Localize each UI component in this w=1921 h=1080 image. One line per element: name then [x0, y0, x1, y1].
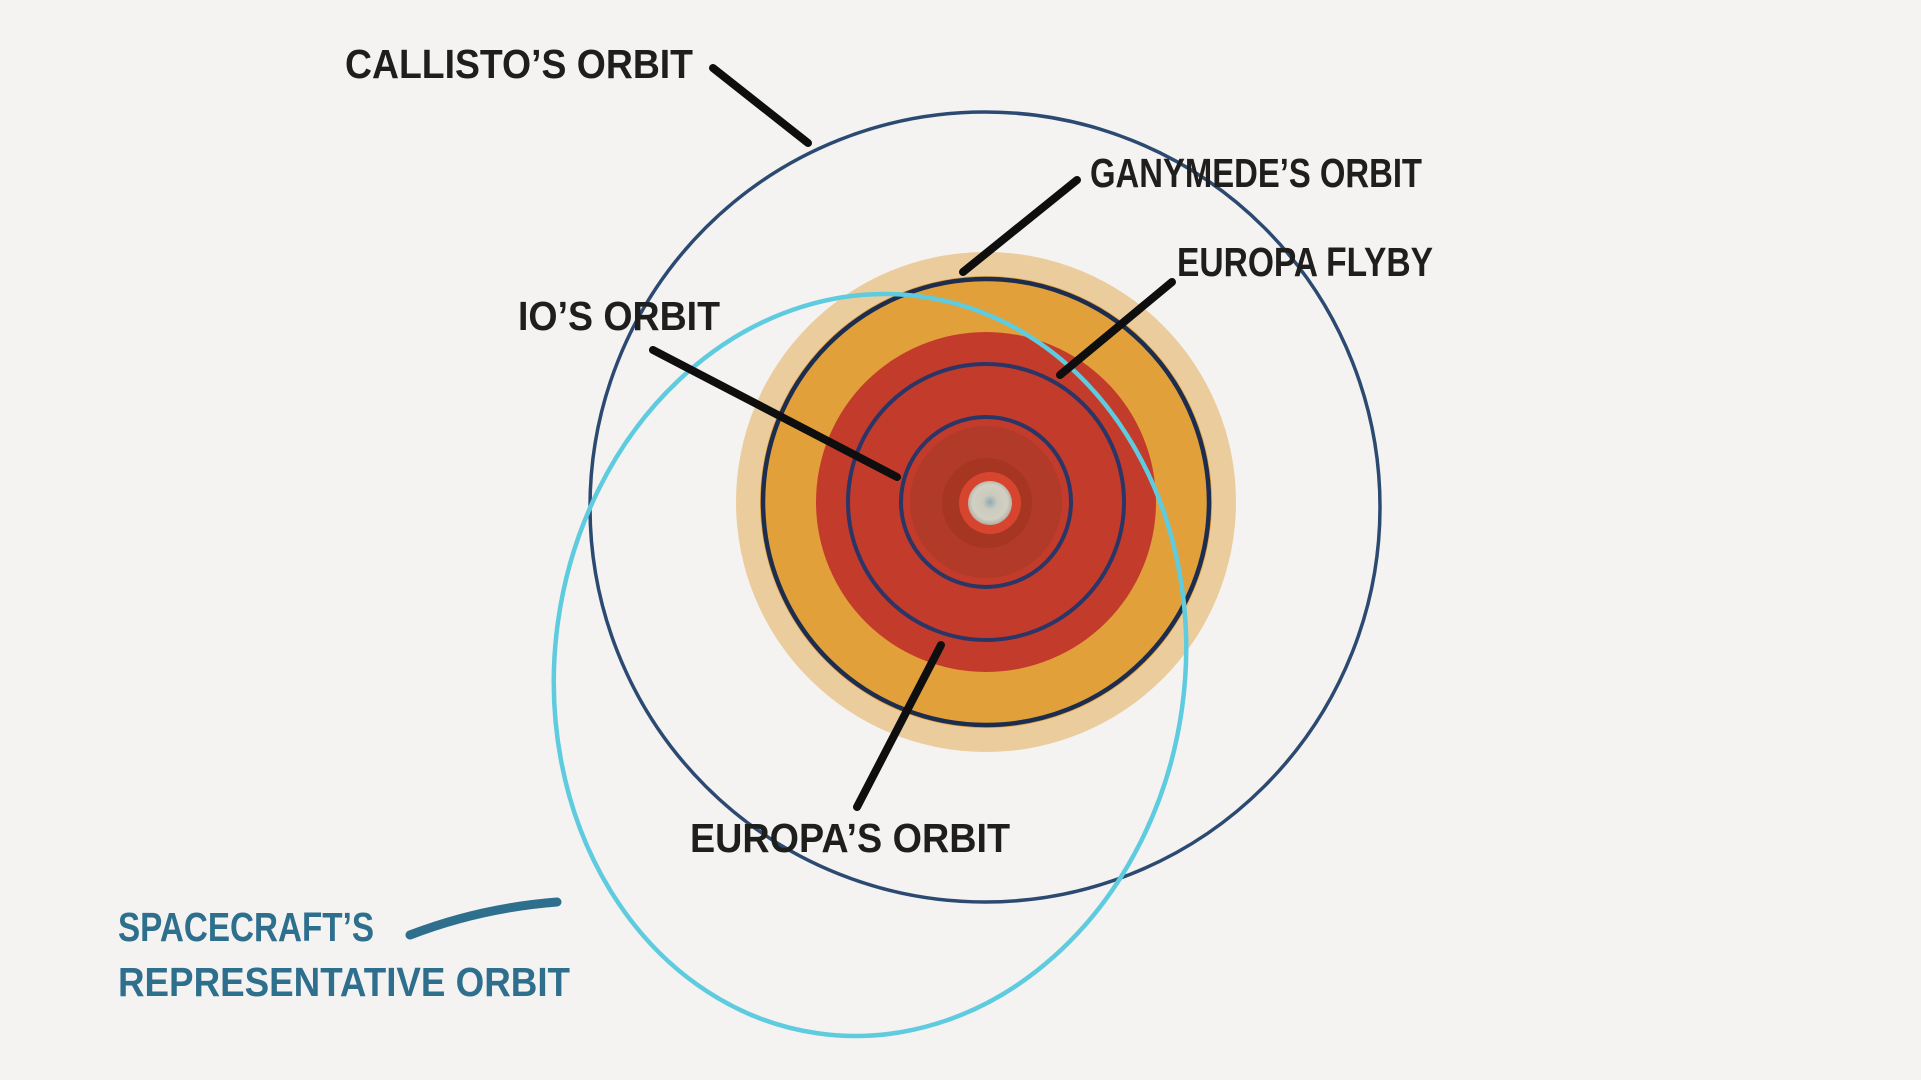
europa-flyby-label: EUROPA FLYBY: [1177, 239, 1433, 285]
europa-orbit-circle: [846, 362, 1126, 642]
spacecraft-callout-line: [405, 897, 562, 940]
io-callout-line: [649, 346, 901, 481]
ganymede-callout-line: [959, 176, 1081, 276]
io-orbit-label: IO’S ORBIT: [518, 293, 720, 339]
spacecraft-orbit-label-line2: REPRESENTATIVE ORBIT: [118, 959, 570, 1005]
europa-orbit-callout-line: [853, 641, 945, 811]
ganymede-orbit-circle: [760, 276, 1212, 728]
callisto-callout-line: [709, 64, 812, 147]
io-orbit-circle: [899, 415, 1073, 589]
spacecraft-orbit-ellipse: [551, 291, 1189, 1039]
callisto-orbit-label: CALLISTO’S ORBIT: [345, 41, 693, 87]
spacecraft-orbit-label-line1: SPACECRAFT’S: [118, 904, 374, 950]
ganymede-orbit-label: GANYMEDE’S ORBIT: [1090, 150, 1422, 196]
europa-orbit-label: EUROPA’S ORBIT: [690, 815, 1010, 861]
jupiter: [968, 481, 1012, 525]
europa-flyby-callout-line: [1056, 278, 1176, 379]
